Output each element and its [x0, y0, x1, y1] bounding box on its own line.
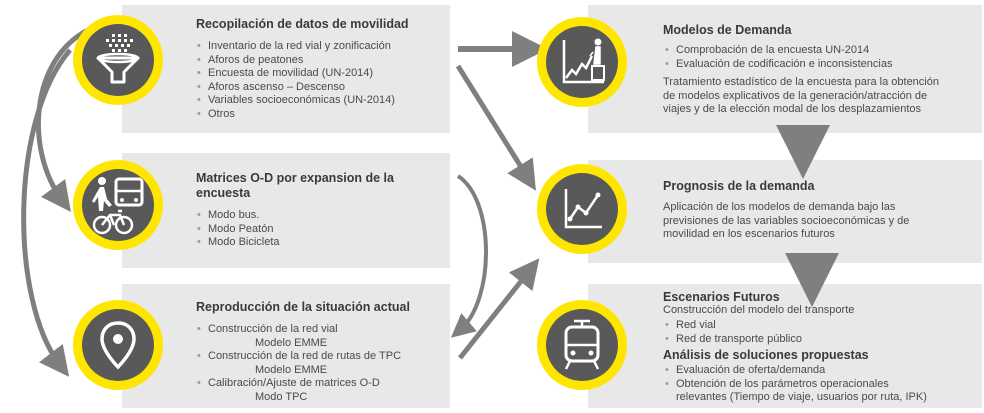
list-subitem: Modo TPC [255, 390, 308, 403]
icon-circle-matrices [73, 160, 163, 250]
list-item: Aforos de peatones [197, 54, 447, 68]
list-item: Modo Peatón [197, 223, 437, 237]
escenarios-list: Red vial Red de transporte público [665, 319, 965, 346]
list-item-continuation: relevantes (Tiempo de viaje, usuarios po… [676, 391, 927, 404]
matrices-title-line2: encuesta [196, 186, 251, 200]
list-item: Encuesta de movilidad (UN-2014) [197, 67, 447, 81]
escenarios-subtitle: Construcción del modelo del transporte [663, 304, 855, 316]
paragraph-line: Aplicación de los modelos de demanda baj… [663, 201, 896, 213]
matrices-list: Modo bus. Modo Peatón Modo Bicicleta [197, 209, 437, 250]
analisis-title: Análisis de soluciones propuestas [663, 348, 869, 362]
list-item: Modo bus. [197, 209, 437, 223]
modelos-title: Modelos de Demanda [663, 23, 792, 37]
prognosis-paragraph: Aplicación de los modelos de demanda baj… [663, 201, 978, 242]
analisis-list: Evaluación de oferta/demanda Obtención d… [665, 364, 983, 405]
list-item: Construcción de la red vial [197, 323, 447, 337]
list-subitem: Modelo EMME [255, 336, 328, 349]
list-item: Construcción de la red de rutas de TPC [197, 350, 447, 364]
list-item: Red de transporte público [665, 333, 965, 347]
list-item: Modo Bicicleta [197, 236, 437, 250]
list-item: Obtención de los parámetros operacionale… [665, 378, 983, 392]
tram-icon [546, 309, 618, 381]
list-item: Aforos ascenso – Descenso [197, 81, 447, 95]
growth-chart-person-icon [546, 26, 618, 98]
paragraph-line: Tratamiento estadístico de la encuesta p… [663, 76, 939, 88]
list-item: Red vial [665, 319, 965, 333]
location-pin-icon [82, 309, 154, 381]
list-subitem: Modelo EMME [255, 363, 328, 376]
list-item: Evaluación de oferta/demanda [665, 364, 983, 378]
arrow-data-to-reproduccion [21, 48, 72, 377]
arrow-data-to-prognosis [455, 64, 536, 191]
modelos-paragraph: Tratamiento estadístico de la encuesta p… [663, 76, 978, 117]
icon-circle-recopilacion [73, 15, 163, 105]
prognosis-title: Prognosis de la demanda [663, 179, 815, 193]
list-item: Otros [197, 108, 447, 122]
matrices-title: Matrices O-D por expansion de la encuest… [196, 171, 394, 201]
icon-circle-reproduccion [73, 300, 163, 390]
list-item: Comprobación de la encuesta UN-2014 [665, 44, 975, 58]
recopilacion-list: Inventario de la red vial y zonificación… [197, 40, 447, 122]
reproduccion-list: Construcción de la red vial Modelo EMME … [197, 323, 447, 405]
reproduccion-title: Reproducción de la situación actual [196, 300, 410, 314]
pedestrian-bus-bicycle-icon [82, 169, 154, 241]
line-chart-icon [546, 173, 618, 245]
paragraph-line: movilidad en los escenarios futuros [663, 228, 835, 241]
icon-circle-prognosis [537, 164, 627, 254]
paragraph-line: viajes y de la elección modal de los des… [663, 103, 922, 116]
list-item: Variables socioeconómicas (UN-2014) [197, 94, 447, 108]
paragraph-line: previsiones de las variables socioeconóm… [663, 214, 910, 227]
icon-circle-modelos [537, 17, 627, 107]
recopilacion-title: Recopilación de datos de movilidad [196, 17, 409, 31]
paragraph-line: de modelos explicativos de la generación… [663, 89, 928, 102]
list-item: Evaluación de codificación e inconsisten… [665, 58, 975, 72]
data-funnel-icon [82, 24, 154, 96]
arrow-matrices-to-reproduccion [450, 174, 488, 338]
escenarios-title: Escenarios Futuros [663, 290, 780, 304]
modelos-list: Comprobación de la encuesta UN-2014 Eval… [665, 44, 975, 71]
list-item: Inventario de la red vial y zonificación [197, 40, 447, 54]
matrices-title-line1: Matrices O-D por expansion de la [196, 171, 394, 185]
list-item: Calibración/Ajuste de matrices O-D [197, 377, 447, 391]
arrow-reproduccion-to-prognosis [458, 258, 540, 360]
icon-circle-escenarios [537, 300, 627, 390]
